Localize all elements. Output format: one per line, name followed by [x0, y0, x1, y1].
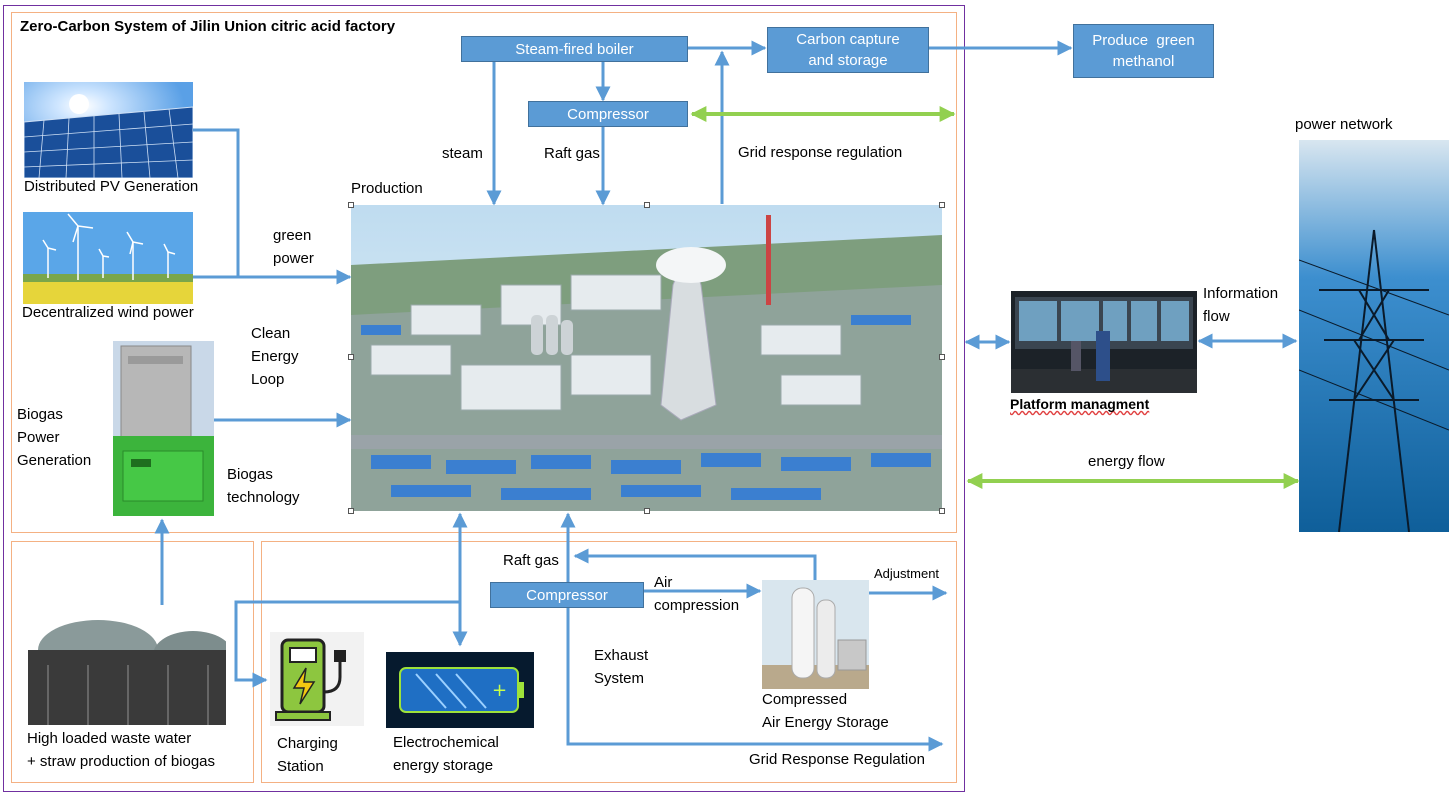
charger-icon: [270, 632, 364, 726]
power-network-label: power network: [1295, 116, 1393, 133]
selection-handle[interactable]: [644, 202, 650, 208]
selection-handle[interactable]: [348, 202, 354, 208]
selection-handle[interactable]: [939, 354, 945, 360]
wind-picture: [23, 212, 193, 304]
steam-boiler-box[interactable]: Steam-fired boiler: [461, 36, 688, 62]
charging-label: Charging Station: [277, 735, 338, 775]
outer-frame: [3, 5, 965, 792]
factory-picture: [351, 205, 942, 511]
waste-water-label: High loaded waste water + straw producti…: [27, 730, 216, 770]
selection-handle[interactable]: [644, 508, 650, 514]
electrochem-label: Electrochemical energy storage: [393, 734, 499, 774]
pv-label: Distributed PV Generation: [24, 178, 199, 195]
green-power-label: green power: [273, 227, 314, 267]
caes-label: Compressed Air Energy Storage: [762, 691, 889, 731]
steam-label: steam: [442, 145, 483, 162]
biogas-tech-label: Biogas technology: [227, 466, 300, 506]
raft-gas-bottom-label: Raft gas: [503, 552, 559, 569]
raft-gas-top-label: Raft gas: [544, 145, 600, 162]
selection-handle[interactable]: [939, 202, 945, 208]
selection-handle[interactable]: [348, 508, 354, 514]
biogas-power-label: Biogas Power Generation: [17, 406, 92, 469]
digester-picture: [28, 605, 226, 725]
top-frame: [11, 12, 957, 533]
caes-picture: [762, 580, 869, 689]
grid-response-top-label: Grid response regulation: [738, 144, 903, 161]
compressor-top-box[interactable]: Compressor: [528, 101, 688, 127]
green-methanol-box[interactable]: Produce green methanol: [1073, 24, 1214, 78]
battery-picture: +: [386, 652, 534, 728]
bottom-right-frame: [261, 541, 957, 783]
diagram-title: Zero-Carbon System of Jilin Union citric…: [20, 18, 396, 35]
exhaust-label: Exhaust System: [594, 647, 649, 687]
biogas-picture: [113, 341, 214, 516]
pylon-picture: [1299, 140, 1449, 532]
bottom-left-frame: [11, 541, 254, 783]
air-compression-label: Air compression: [654, 574, 740, 614]
pv-picture: [24, 82, 193, 178]
adjustment-label: Adjustment: [874, 566, 940, 581]
wind-label: Decentralized wind power: [22, 304, 194, 321]
platform-label: Platform managment: [1010, 396, 1150, 412]
selection-handle[interactable]: [348, 354, 354, 360]
svg-text:+: +: [492, 680, 507, 701]
platform-picture: [1011, 291, 1197, 393]
clean-loop-label: Clean Energy Loop: [251, 325, 299, 388]
carbon-capture-box[interactable]: Carbon capture and storage: [767, 27, 929, 73]
selection-handle[interactable]: [939, 508, 945, 514]
info-flow-label: Information flow: [1203, 285, 1279, 325]
energy-flow-label: energy flow: [1088, 453, 1165, 470]
grid-response-bottom-label: Grid Response Regulation: [749, 751, 925, 768]
production-label: Production: [351, 180, 423, 197]
compressor-bottom-box[interactable]: Compressor: [490, 582, 644, 608]
